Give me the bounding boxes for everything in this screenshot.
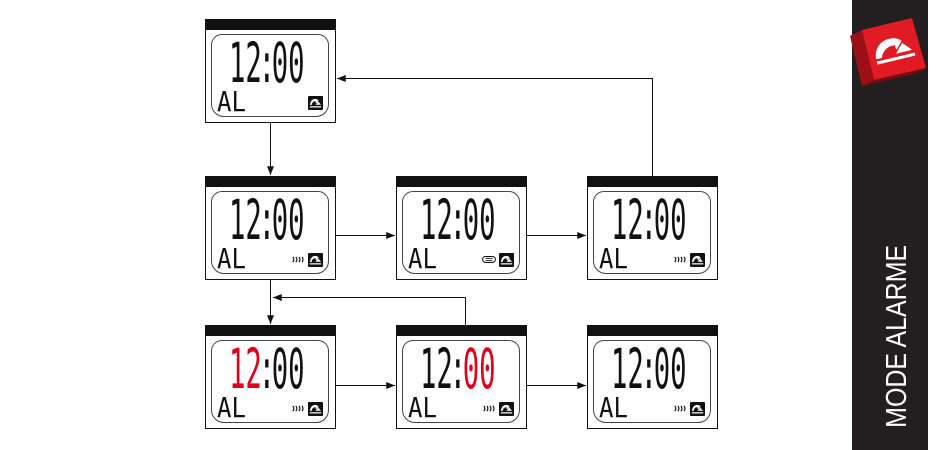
mode-label: AL	[408, 394, 437, 422]
alarm-on-icon	[673, 405, 687, 412]
screen-header	[588, 177, 717, 187]
time-display: 12:00	[229, 37, 305, 92]
time-display: 12:00	[420, 343, 496, 398]
time-display: 12:00	[611, 194, 687, 249]
time-minutes: 00	[463, 189, 496, 253]
screen-header	[588, 326, 717, 336]
quiksilver-logo-icon	[499, 402, 514, 416]
quiksilver-logo-icon	[690, 402, 705, 416]
screen-header	[397, 177, 526, 187]
time-minutes: 00	[272, 338, 305, 402]
mode-label: AL	[217, 88, 246, 116]
alarm-on-icon	[673, 256, 687, 263]
screen-header	[397, 326, 526, 336]
alarm-on-icon	[673, 256, 687, 263]
time-display: 12:00	[229, 194, 305, 249]
mode-label: AL	[408, 245, 437, 273]
arrow-minutes-back-to-set	[273, 298, 466, 326]
alarm-on-icon	[482, 405, 496, 412]
time-display: 12:00	[229, 343, 305, 398]
alarm-on-icon	[291, 405, 305, 412]
time-minutes: 00	[272, 32, 305, 96]
alarm-off-icon	[482, 256, 496, 263]
time-minutes: 00	[654, 338, 687, 402]
watch-screen-minutes-adjust: 12:00 AL	[396, 325, 527, 429]
alarm-on-icon	[291, 405, 305, 412]
quiksilver-logo-icon	[308, 253, 323, 267]
time-minutes: 00	[463, 338, 496, 402]
time-display: 12:00	[420, 194, 496, 249]
screen-header	[206, 177, 335, 187]
watch-screen-alarm-off: 12:00 AL	[396, 176, 527, 280]
screen-header	[206, 326, 335, 336]
watch-screen-hours-adjust: 12:00 AL	[205, 325, 336, 429]
mode-label: AL	[217, 394, 246, 422]
watch-screen-alarm-mode: 12:00 AL	[205, 19, 336, 123]
quiksilver-logo-icon	[499, 253, 514, 267]
mode-label: AL	[599, 245, 628, 273]
time-display: 12:00	[611, 343, 687, 398]
watch-screen-alarm-set: 12:00 AL	[205, 176, 336, 280]
time-minutes: 00	[654, 189, 687, 253]
watch-screen-alarm-confirmed: 12:00 AL	[587, 325, 718, 429]
alarm-on-icon	[291, 256, 305, 263]
alarm-on-icon	[482, 405, 496, 412]
arrow-on-back-to-alarm	[337, 79, 653, 177]
quiksilver-logo-icon	[308, 96, 323, 110]
screen-header	[206, 20, 335, 30]
quiksilver-logo-icon	[308, 402, 323, 416]
alarm-on-icon	[291, 256, 305, 263]
watch-screen-alarm-on: 12:00 AL	[587, 176, 718, 280]
time-minutes: 00	[272, 189, 305, 253]
section-title: MODE ALARME	[882, 245, 912, 428]
alarm-off-icon	[482, 256, 496, 263]
alarm-on-icon	[673, 405, 687, 412]
mode-label: AL	[599, 394, 628, 422]
quiksilver-logo-icon	[845, 14, 929, 88]
quiksilver-logo-icon	[690, 253, 705, 267]
mode-label: AL	[217, 245, 246, 273]
